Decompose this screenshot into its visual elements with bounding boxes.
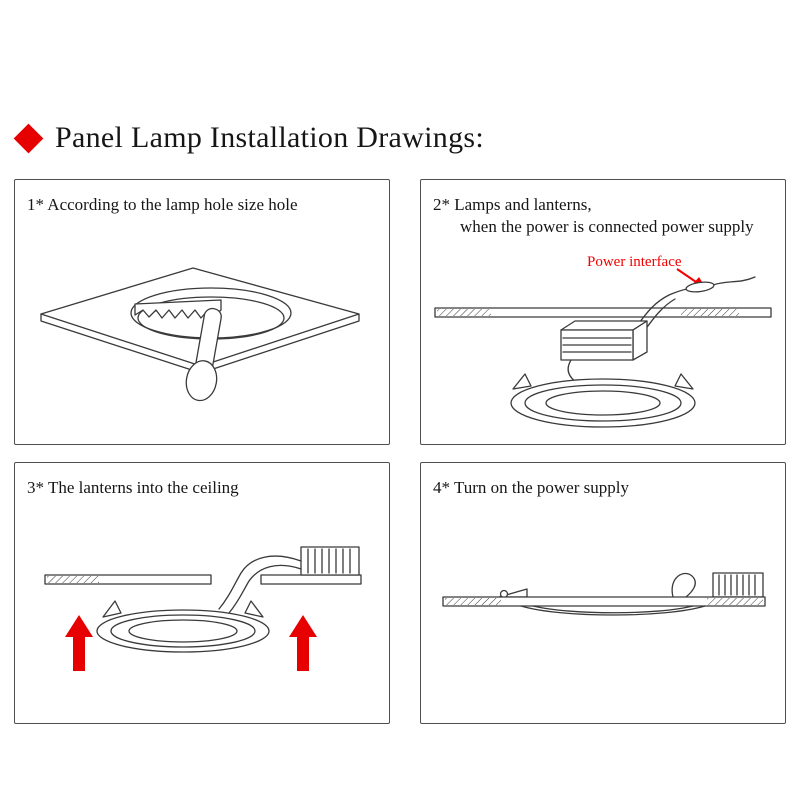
spring-clip-icon	[674, 373, 694, 390]
power-wire	[671, 572, 696, 598]
page-header: Panel Lamp Installation Drawings:	[0, 0, 800, 160]
step-4-illustration	[442, 572, 766, 616]
flush-lamp-face	[520, 605, 706, 616]
step-1-illustration	[40, 267, 360, 402]
ceiling-cross-section	[44, 574, 362, 585]
step-2-illustration: Power interface	[434, 254, 772, 428]
step-2-label-line1: 2* Lamps and lanterns,	[433, 195, 592, 214]
power-interface-label: Power interface	[587, 254, 682, 270]
step-panel-2: 2* Lamps and lanterns, when the power is…	[420, 179, 786, 445]
step-1-label: 1* According to the lamp hole size hole	[27, 195, 298, 214]
spring-clip-icon	[102, 600, 122, 618]
red-up-arrow-icon	[289, 615, 317, 672]
driver-box	[712, 572, 764, 598]
steps-grid: 1* According to the lamp hole size hole	[0, 160, 800, 724]
panel-lamp	[96, 600, 270, 653]
power-wire	[218, 555, 302, 614]
step-4-label: 4* Turn on the power supply	[433, 478, 629, 497]
step-panel-3: 3* The lanterns into the ceiling	[14, 462, 390, 724]
step-3-label: 3* The lanterns into the ceiling	[27, 478, 239, 497]
step-panel-4: 4* Turn on the power supply	[420, 462, 786, 724]
power-connector-plug	[685, 281, 715, 293]
step-panel-1: 1* According to the lamp hole size hole	[14, 179, 390, 445]
step-3-illustration	[44, 546, 362, 672]
ceiling-cross-section	[434, 307, 772, 318]
red-diamond-icon	[13, 123, 44, 153]
step-2-label: 2* Lamps and lanterns, when the power is…	[421, 180, 785, 240]
ceiling-cross-section	[442, 596, 766, 607]
saw-icon	[134, 299, 222, 402]
page-title: Panel Lamp Installation Drawings:	[55, 121, 484, 154]
driver-box	[560, 320, 648, 361]
panel-lamp	[510, 373, 696, 428]
spring-clip-icon	[244, 600, 264, 618]
step-2-label-line2: when the power is connected power supply	[460, 217, 754, 237]
spring-clip-icon	[512, 373, 532, 390]
spring-clip-icon	[498, 588, 528, 599]
red-up-arrow-icon	[65, 615, 93, 672]
driver-box	[300, 546, 360, 576]
